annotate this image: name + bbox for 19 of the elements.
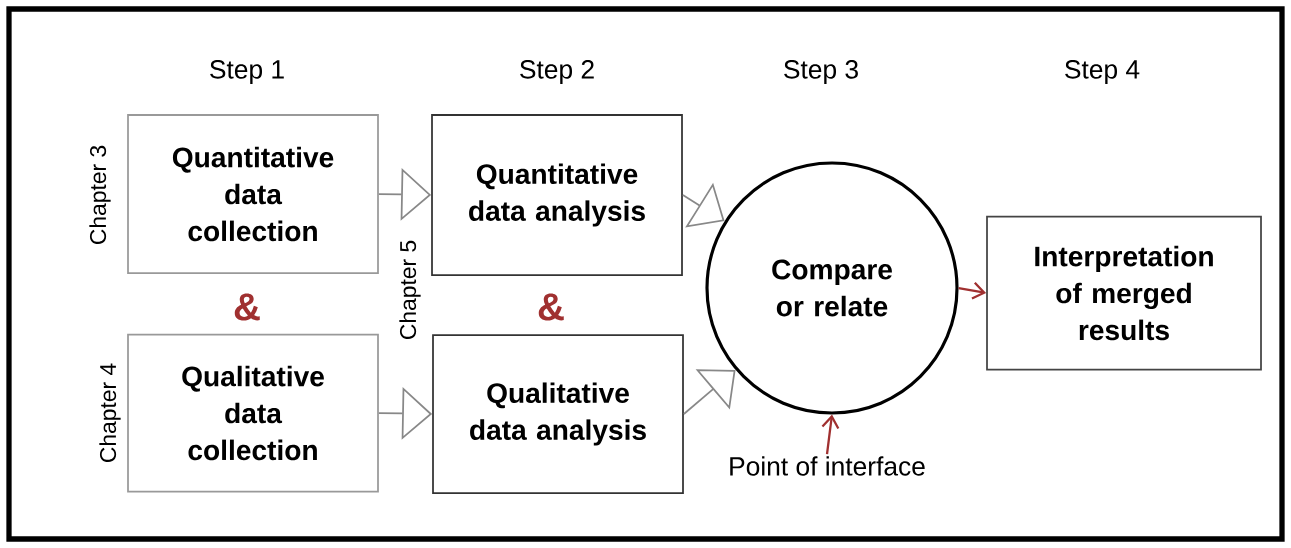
arrow [821,414,840,455]
note-text: Point of interface [730,456,925,476]
process-box: Qualitative data analysis [432,334,684,494]
process-box: Interpretation of merged results [986,215,1262,371]
process-box: Quantitative data analysis [431,114,683,276]
step-label: Step 1 [210,60,284,84]
arrow [682,182,725,228]
arrow [683,369,736,415]
chapter-label: Chapter 3 [89,145,111,244]
chapter-label: Chapter 4 [99,363,121,462]
process-box: Qualitative data collection [127,333,379,493]
step-label: Step 3 [784,60,858,84]
arrow [958,282,987,300]
process-box: Quantitative data collection [127,114,379,274]
step-label: Step 2 [520,60,594,84]
ampersand: & [538,293,564,321]
ampersand: & [234,293,260,321]
chapter-label: Chapter 5 [399,240,421,339]
step-label: Step 4 [1065,60,1140,84]
